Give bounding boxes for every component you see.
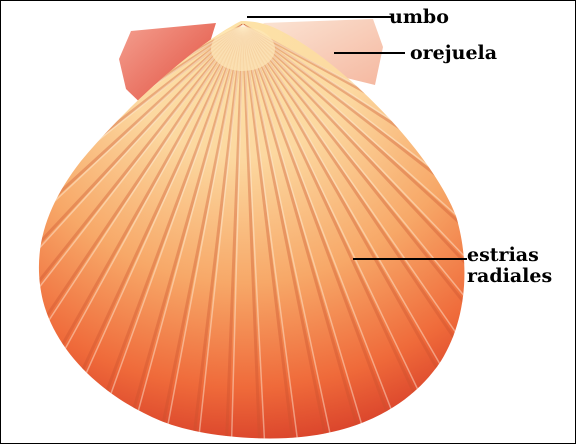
label-estrias-line2: radiales (467, 266, 552, 287)
label-umbo: umbo (389, 7, 449, 28)
label-estrias-line1: estrias (467, 245, 552, 266)
label-estrias-radiales: estrias radiales (467, 245, 552, 287)
label-orejuela: orejuela (410, 43, 497, 64)
umbo-highlight (211, 27, 275, 71)
